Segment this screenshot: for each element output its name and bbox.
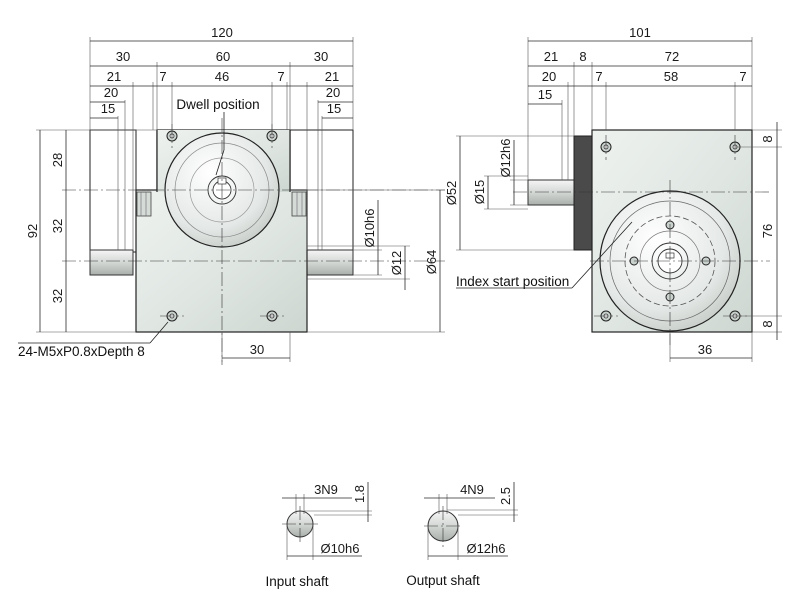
label-thread-note: 24-M5xP0.8xDepth 8: [18, 344, 145, 359]
dim-side-21: 21: [544, 49, 558, 64]
dim-side-7-right: 7: [739, 69, 746, 84]
dim-front-60: 60: [216, 49, 230, 64]
side-view: 101 21 8 72 20 7 58 7 15 Ø52 Ø15 Ø12h6 8…: [444, 25, 782, 362]
dim-side-58: 58: [664, 69, 678, 84]
dim-front-15-left: 15: [101, 101, 115, 116]
dim-side-101: 101: [629, 25, 651, 40]
dim-front-21-left: 21: [107, 69, 121, 84]
dim-front-20-right: 20: [326, 85, 340, 100]
output-shaft-dia: Ø12h6: [466, 541, 505, 556]
front-left-housing: [89, 129, 137, 253]
dim-front-30-right: 30: [314, 49, 328, 64]
dim-front-32-bottom: 32: [50, 289, 65, 303]
dim-front-15-right: 15: [327, 101, 341, 116]
input-shaft-label: Input shaft: [265, 574, 328, 589]
dim-front-30-left: 30: [116, 49, 130, 64]
dim-front-32-mid: 32: [50, 219, 65, 233]
input-shaft-detail: 3N9 1.8 Ø10h6 Input shaft: [265, 482, 372, 589]
input-shaft-key: 3N9: [314, 482, 338, 497]
front-right-shaft: [306, 249, 354, 276]
dim-front-28: 28: [50, 153, 65, 167]
output-shaft-key: 4N9: [460, 482, 484, 497]
front-left-shaft: [89, 249, 134, 276]
dim-side-7-left: 7: [595, 69, 602, 84]
dim-side-20: 20: [542, 69, 556, 84]
dim-side-8-bottom: 8: [760, 320, 775, 327]
dim-front-30-bottom: 30: [250, 342, 264, 357]
dim-side-8-top: 8: [760, 135, 775, 142]
input-shaft-dia: Ø10h6: [320, 541, 359, 556]
dim-front-7-left: 7: [159, 69, 166, 84]
dim-front-21-right: 21: [325, 69, 339, 84]
dim-side-72: 72: [665, 49, 679, 64]
dim-front-7-right: 7: [277, 69, 284, 84]
front-view: 120 30 60 30 21 7 46 7 21 20 20 15 15 92…: [18, 25, 445, 365]
output-shaft-label: Output shaft: [406, 573, 480, 588]
input-shaft-depth: 1.8: [352, 485, 367, 503]
dim-front-64: Ø64: [424, 250, 439, 275]
output-shaft-depth: 2.5: [498, 487, 513, 505]
side-shaft: [527, 179, 577, 206]
dim-side-52: Ø52: [444, 181, 459, 206]
label-dwell-position: Dwell position: [176, 97, 259, 112]
dim-front-46: 46: [215, 69, 229, 84]
label-index-start: Index start position: [456, 274, 569, 289]
dim-front-10h6: Ø10h6: [362, 208, 377, 247]
dim-front-120: 120: [211, 25, 233, 40]
side-collar: [573, 135, 593, 251]
dim-front-20-left: 20: [104, 85, 118, 100]
dim-side-76: 76: [760, 224, 775, 238]
dim-side-36: 36: [698, 342, 712, 357]
front-side-bolts: [136, 191, 307, 217]
dim-side-8-collar: 8: [579, 49, 586, 64]
dim-front-12: Ø12: [389, 251, 404, 276]
dim-side-15: 15: [538, 87, 552, 102]
dim-front-92: 92: [25, 224, 40, 238]
dim-side-15-dia: Ø15: [472, 180, 487, 205]
dim-side-12h6: Ø12h6: [498, 138, 513, 177]
output-shaft-detail: 4N9 2.5 Ø12h6 Output shaft: [406, 482, 518, 588]
